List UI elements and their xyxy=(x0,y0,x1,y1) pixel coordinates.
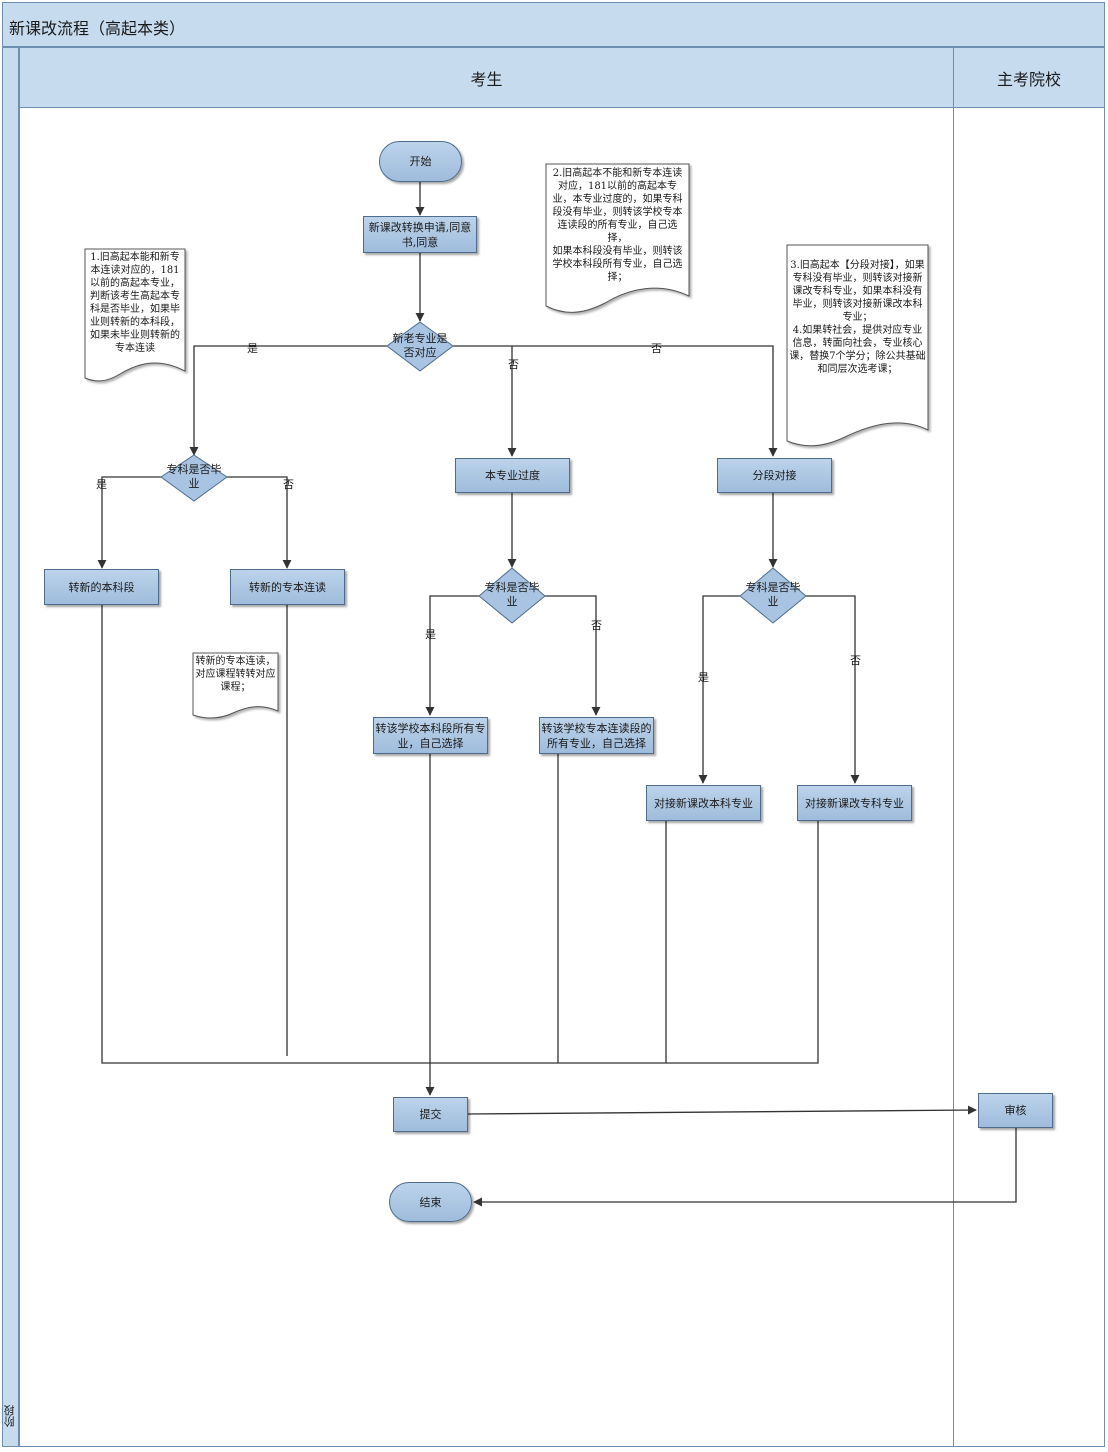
submit-box: 提交 xyxy=(393,1097,468,1132)
note1-text: 1.旧高起本能和新专本连读对应的，181以前的高起本专业，判断该考生高起本专科是… xyxy=(90,252,180,354)
edge-label-right-yes: 是 xyxy=(698,671,709,684)
transition-box: 本专业过度 xyxy=(455,458,570,493)
decision-right-label: 专科是否毕业 xyxy=(745,581,801,608)
decision-mid-label: 专科是否毕业 xyxy=(484,581,540,608)
diagram-title: 新课改流程（高起本类） xyxy=(2,2,1105,47)
decision-main-diamond xyxy=(386,321,454,372)
edge-label-left-yes: 是 xyxy=(96,478,107,491)
edge-label-main-no-mid: 否 xyxy=(508,358,519,371)
note3-text: 3.旧高起本【分段对接】，如果专科没有毕业，则转该对接新课改专科专业，如果本科没… xyxy=(789,260,926,375)
edge-label-mid-yes: 是 xyxy=(425,628,436,641)
note1-shape xyxy=(84,248,186,382)
decision-main-label: 新老专业是否对应 xyxy=(392,332,448,359)
to-bachelor-all-box: 转该学校本科段所有专业，自己选择 xyxy=(373,717,488,754)
convert-bachelor-box: 转新的本科段 xyxy=(44,569,159,605)
edge-label-mid-no: 否 xyxy=(591,619,602,632)
apply-box: 新课改转换申请,同意书,同意 xyxy=(363,216,477,253)
note4-text: 转新的专本连读，对应课程转转对应课程； xyxy=(195,656,276,693)
segment-box: 分段对接 xyxy=(717,458,832,493)
note4-shape xyxy=(192,652,279,719)
note2-shape xyxy=(545,163,690,313)
note3-shape xyxy=(786,244,929,447)
stage-strip xyxy=(2,47,19,1447)
decision-mid-diamond xyxy=(478,567,546,624)
dock-college-box: 对接新课改专科专业 xyxy=(797,785,912,821)
edge-label-main-no-right: 否 xyxy=(651,342,662,355)
edge-label-left-no: 否 xyxy=(283,478,294,491)
edge-label-right-no: 否 xyxy=(850,654,861,667)
end-node: 结束 xyxy=(389,1182,472,1222)
decision-left-diamond xyxy=(160,454,228,502)
to-upgrade-all-box: 转该学校专本连读段的所有专业，自己选择 xyxy=(539,717,654,754)
review-box: 审核 xyxy=(978,1093,1053,1128)
note2-text: 2.旧高起本不能和新专本连读对应，181以前的高起本专业，本专业过度的，如果专科… xyxy=(552,168,683,283)
decision-right-diamond xyxy=(739,567,807,624)
lane-header-school: 主考院校 xyxy=(953,47,1105,108)
convert-upgrade-box: 转新的专本连读 xyxy=(230,569,345,605)
decision-left-label: 专科是否毕业 xyxy=(166,463,222,490)
lane-school xyxy=(953,107,1105,1447)
start-node: 开始 xyxy=(379,141,462,182)
edge-label-main-yes: 是 xyxy=(247,342,258,355)
dock-bachelor-box: 对接新课改本科专业 xyxy=(646,785,761,821)
